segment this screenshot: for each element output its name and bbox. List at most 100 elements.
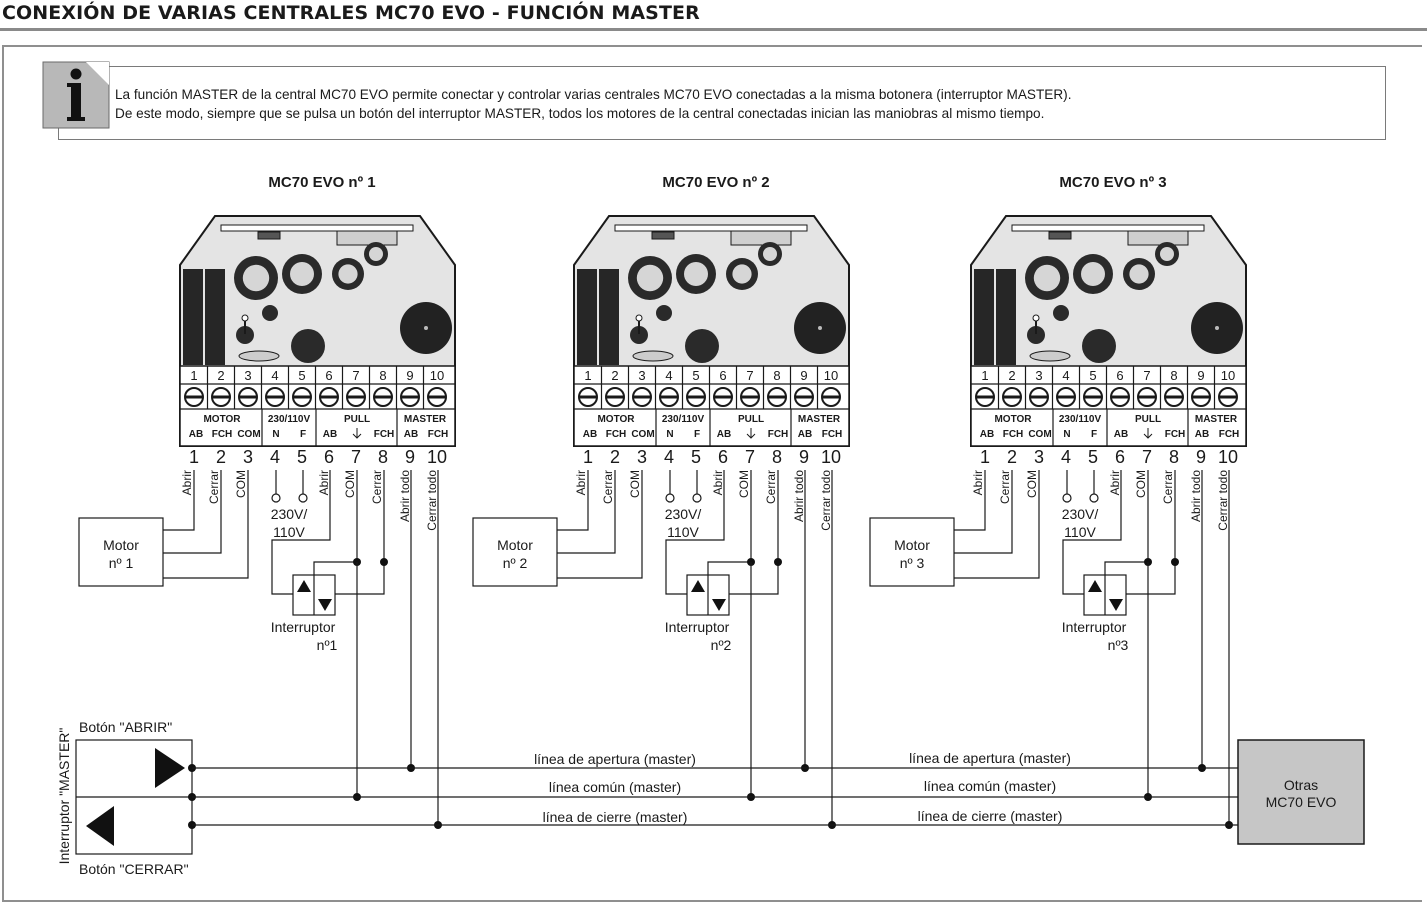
switch-label: Interruptor <box>665 619 730 635</box>
terminal-number: 4 <box>1062 368 1069 383</box>
motor-wire-1 <box>954 470 986 531</box>
wire-label: Abrir <box>574 470 588 495</box>
transformer <box>1082 329 1116 363</box>
terminal-number: 2 <box>217 368 224 383</box>
motor-wire-3 <box>163 470 249 579</box>
wire-terminal-number: 5 <box>1088 447 1098 467</box>
motor-box <box>472 517 558 587</box>
wire-terminal-number: 9 <box>405 447 415 467</box>
bus-label-common: línea común (master) <box>924 778 1056 794</box>
wire-label: Abrir todo <box>1189 470 1203 522</box>
master-close-label: Botón "CERRAR" <box>79 861 189 877</box>
wire-label: Abrir todo <box>398 470 412 522</box>
motor-wire-2 <box>954 470 1013 554</box>
power-terminal <box>1089 493 1099 503</box>
wire-terminal-number: 8 <box>378 447 388 467</box>
wire-label: COM <box>343 470 357 498</box>
wire-terminal-number: 9 <box>799 447 809 467</box>
capacitor-top <box>684 262 708 286</box>
junction-dot <box>380 558 388 566</box>
motor-box <box>78 517 164 587</box>
capacitor-top <box>636 264 664 292</box>
terminal-sub-label: FCH <box>212 429 233 440</box>
terminal-sub-label: FCH <box>822 429 843 440</box>
pot-knob <box>1032 314 1040 322</box>
board-chip <box>257 231 281 240</box>
voltage-label: 110V <box>273 524 305 540</box>
switch-wire-com <box>313 470 358 575</box>
switch-wire-open <box>1062 470 1122 595</box>
pot-knob <box>241 314 249 322</box>
wire-label: Abrir todo <box>792 470 806 522</box>
motor-wire-2 <box>163 470 222 554</box>
group-master: MASTER <box>404 414 447 425</box>
capacitor-top <box>1129 264 1149 284</box>
wire-terminal-number: 6 <box>324 447 334 467</box>
wire-terminal-number: 1 <box>583 447 593 467</box>
motor-label: Motor <box>894 537 930 553</box>
wire-terminal-number: 7 <box>1142 447 1152 467</box>
wire-label: Cerrar <box>370 470 384 504</box>
board-chip <box>651 231 675 240</box>
capacitor-top <box>1033 264 1061 292</box>
switch-label: Interruptor <box>1062 619 1127 635</box>
terminal-sub-label: AB <box>980 429 994 440</box>
terminal-number: 1 <box>190 368 197 383</box>
others-label: MC70 EVO <box>1266 794 1337 810</box>
switch-down-arrow-icon <box>712 599 726 611</box>
transformer <box>291 329 325 363</box>
capacitor-top <box>1081 262 1105 286</box>
group-pull: PULL <box>738 414 764 425</box>
terminal-number: 6 <box>325 368 332 383</box>
motor-wire-2 <box>557 470 616 554</box>
group-pull: PULL <box>344 414 370 425</box>
terminal-number: 7 <box>746 368 753 383</box>
terminal-number: 5 <box>298 368 305 383</box>
wire-terminal-number: 5 <box>297 447 307 467</box>
wire-terminal-number: 7 <box>351 447 361 467</box>
wire-label: Cerrar todo <box>425 470 439 531</box>
switch-down-arrow-icon <box>318 599 332 611</box>
voltage-label: 230V/ <box>1062 506 1099 522</box>
wire-label: COM <box>1134 470 1148 498</box>
terminal-number: 7 <box>1143 368 1150 383</box>
wire-terminal-number: 8 <box>772 447 782 467</box>
bus-label-open: línea de apertura (master) <box>534 751 696 767</box>
wire-terminal-number: 6 <box>718 447 728 467</box>
switch-wire-com <box>1104 470 1149 575</box>
terminal-number: 8 <box>1170 368 1177 383</box>
group-power: 230/110V <box>268 414 311 425</box>
board-title: MC70 EVO nº 3 <box>1059 174 1166 191</box>
power-terminal <box>665 493 675 503</box>
group-master: MASTER <box>1195 414 1238 425</box>
board-rail <box>1011 224 1205 232</box>
wire-label: COM <box>737 470 751 498</box>
terminal-number: 3 <box>1035 368 1042 383</box>
capacitor-top <box>732 264 752 284</box>
page-title: CONEXIÓN DE VARIAS CENTRALES MC70 EVO - … <box>2 2 700 24</box>
group-motor: MOTOR <box>994 414 1032 425</box>
power-terminal <box>271 493 281 503</box>
terminal-sub-label: N <box>272 429 279 440</box>
wire-label: Abrir <box>317 470 331 495</box>
bus-label-common: línea común (master) <box>549 779 681 795</box>
relay-block <box>974 269 994 365</box>
buzzer-center <box>818 326 822 330</box>
wire-terminal-number: 10 <box>427 447 447 467</box>
wire-terminal-number: 2 <box>610 447 620 467</box>
pull-arrow-icon <box>1143 428 1153 439</box>
master-open-label: Botón "ABRIR" <box>79 719 172 735</box>
terminal-number: 9 <box>1197 368 1204 383</box>
diagram-frame <box>2 45 1422 902</box>
terminal-sub-label: AB <box>1195 429 1209 440</box>
power-terminal <box>692 493 702 503</box>
terminal-number: 6 <box>1116 368 1123 383</box>
terminal-number: 7 <box>352 368 359 383</box>
terminal-sub-label: FCH <box>1003 429 1024 440</box>
terminal-sub-label: AB <box>798 429 812 440</box>
group-motor: MOTOR <box>597 414 635 425</box>
wire-label: COM <box>234 470 248 498</box>
component <box>262 305 278 321</box>
others-label: Otras <box>1284 777 1318 793</box>
